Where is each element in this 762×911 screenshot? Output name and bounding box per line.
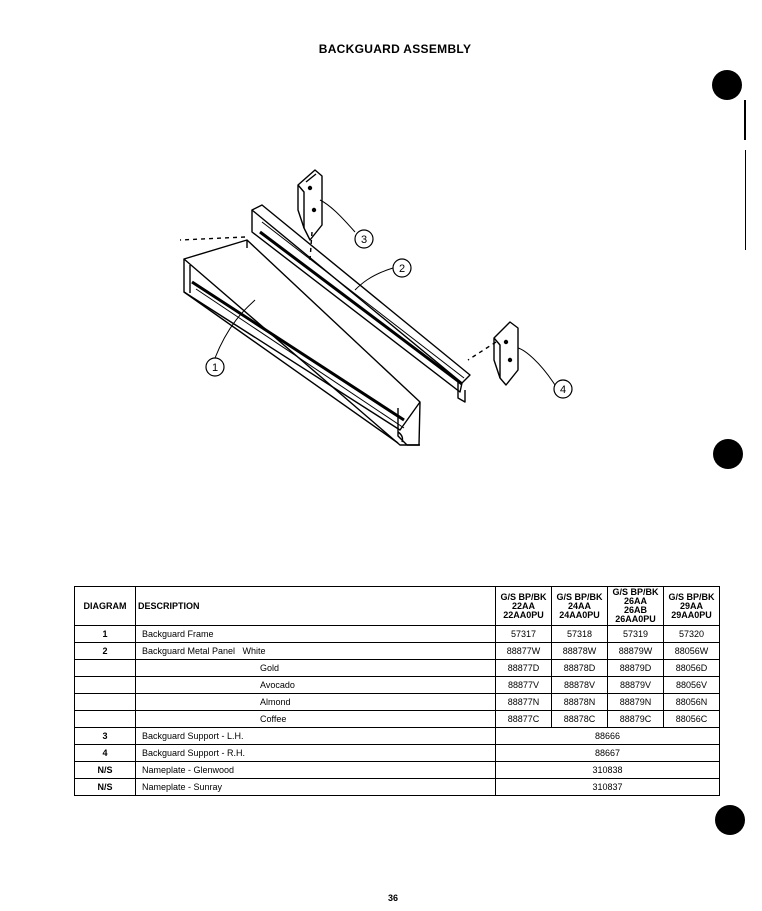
row-part: 57319 bbox=[607, 625, 664, 643]
callout-3: 3 bbox=[354, 229, 374, 249]
row-part: 88878V bbox=[551, 676, 608, 694]
table-row: 4 Backguard Support - R.H. 88667 bbox=[74, 744, 720, 762]
table-row: Gold 88877D 88878D 88879D 88056D bbox=[74, 659, 720, 677]
table-row: 3 Backguard Support - L.H. 88666 bbox=[74, 727, 720, 745]
table-row: 1 Backguard Frame 57317 57318 57319 5732… bbox=[74, 625, 720, 643]
header-model-26: G/S BP/BK 26AA 26AB 26AA0PU bbox=[607, 586, 664, 626]
row-part: 88056V bbox=[663, 676, 720, 694]
row-part: 88879N bbox=[607, 693, 664, 711]
scan-edge-mark bbox=[745, 150, 746, 250]
row-part-all-models: 310838 bbox=[495, 761, 720, 779]
scan-edge-mark bbox=[744, 100, 746, 140]
backguard-metal-panel-drawing bbox=[179, 204, 471, 403]
callout-2: 2 bbox=[392, 258, 412, 278]
row-part: 57318 bbox=[551, 625, 608, 643]
row-part: 57317 bbox=[495, 625, 552, 643]
binder-hole-top bbox=[712, 70, 742, 100]
callout-4: 4 bbox=[553, 379, 573, 399]
row-description: Gold bbox=[135, 659, 496, 677]
header-description: DESCRIPTION bbox=[135, 586, 496, 626]
binder-hole-middle bbox=[713, 439, 743, 469]
parts-table: DIAGRAM DESCRIPTION G/S BP/BK 22AA 22AA0… bbox=[74, 586, 720, 796]
row-part-all-models: 88667 bbox=[495, 744, 720, 762]
row-part: 88877W bbox=[495, 642, 552, 660]
row-description: Nameplate - Sunray bbox=[135, 778, 496, 796]
table-row: Avocado 88877V 88878V 88879V 88056V bbox=[74, 676, 720, 694]
callout-1: 1 bbox=[205, 357, 225, 377]
row-description: Backguard Support - L.H. bbox=[135, 727, 496, 745]
row-part: 88877D bbox=[495, 659, 552, 677]
row-diagram bbox=[74, 693, 136, 711]
row-description: Backguard Frame bbox=[135, 625, 496, 643]
svg-text:2: 2 bbox=[399, 263, 405, 275]
row-description: Backguard Metal Panel White bbox=[135, 642, 496, 660]
row-description: Almond bbox=[135, 693, 496, 711]
row-diagram: N/S bbox=[74, 778, 136, 796]
backguard-support-lh-drawing bbox=[297, 169, 323, 261]
header-model-24: G/S BP/BK 24AA 24AA0PU bbox=[551, 586, 608, 626]
row-part: 88879W bbox=[607, 642, 664, 660]
row-part: 57320 bbox=[663, 625, 720, 643]
row-part: 88056W bbox=[663, 642, 720, 660]
table-row: N/S Nameplate - Glenwood 310838 bbox=[74, 761, 720, 779]
row-description: Nameplate - Glenwood bbox=[135, 761, 496, 779]
table-header-row: DIAGRAM DESCRIPTION G/S BP/BK 22AA 22AA0… bbox=[74, 586, 720, 626]
backguard-frame-drawing bbox=[183, 239, 421, 446]
row-part: 88056N bbox=[663, 693, 720, 711]
row-part: 88879C bbox=[607, 710, 664, 728]
row-part: 88877V bbox=[495, 676, 552, 694]
svg-text:3: 3 bbox=[361, 234, 367, 246]
header-model-29: G/S BP/BK 29AA 29AA0PU bbox=[663, 586, 720, 626]
row-part: 88877C bbox=[495, 710, 552, 728]
row-part: 88878N bbox=[551, 693, 608, 711]
row-diagram bbox=[74, 676, 136, 694]
row-part: 88879V bbox=[607, 676, 664, 694]
table-row: N/S Nameplate - Sunray 310837 bbox=[74, 778, 720, 796]
header-model-22: G/S BP/BK 22AA 22AA0PU bbox=[495, 586, 552, 626]
page-title: BACKGUARD ASSEMBLY bbox=[318, 42, 472, 56]
row-diagram: 4 bbox=[74, 744, 136, 762]
row-diagram: 3 bbox=[74, 727, 136, 745]
table-row: Almond 88877N 88878N 88879N 88056N bbox=[74, 693, 720, 711]
row-part: 88878W bbox=[551, 642, 608, 660]
backguard-assembly-diagram: 1 2 3 4 bbox=[179, 169, 573, 446]
backguard-support-rh-drawing bbox=[467, 321, 519, 386]
row-diagram: 2 bbox=[74, 642, 136, 660]
svg-text:1: 1 bbox=[212, 362, 218, 374]
row-part: 88056D bbox=[663, 659, 720, 677]
row-part-all-models: 310837 bbox=[495, 778, 720, 796]
row-part: 88056C bbox=[663, 710, 720, 728]
row-description: Avocado bbox=[135, 676, 496, 694]
row-diagram: N/S bbox=[74, 761, 136, 779]
svg-text:4: 4 bbox=[560, 384, 566, 396]
row-description: Coffee bbox=[135, 710, 496, 728]
row-part: 88879D bbox=[607, 659, 664, 677]
table-row: 2 Backguard Metal Panel White 88877W 888… bbox=[74, 642, 720, 660]
row-description: Backguard Support - R.H. bbox=[135, 744, 496, 762]
row-part-all-models: 88666 bbox=[495, 727, 720, 745]
table-row: Coffee 88877C 88878C 88879C 88056C bbox=[74, 710, 720, 728]
row-diagram bbox=[74, 710, 136, 728]
row-part: 88878D bbox=[551, 659, 608, 677]
binder-hole-bottom bbox=[715, 805, 745, 835]
row-part: 88877N bbox=[495, 693, 552, 711]
page-number: 36 bbox=[388, 893, 399, 903]
header-diagram: DIAGRAM bbox=[74, 586, 136, 626]
row-part: 88878C bbox=[551, 710, 608, 728]
row-diagram bbox=[74, 659, 136, 677]
row-diagram: 1 bbox=[74, 625, 136, 643]
